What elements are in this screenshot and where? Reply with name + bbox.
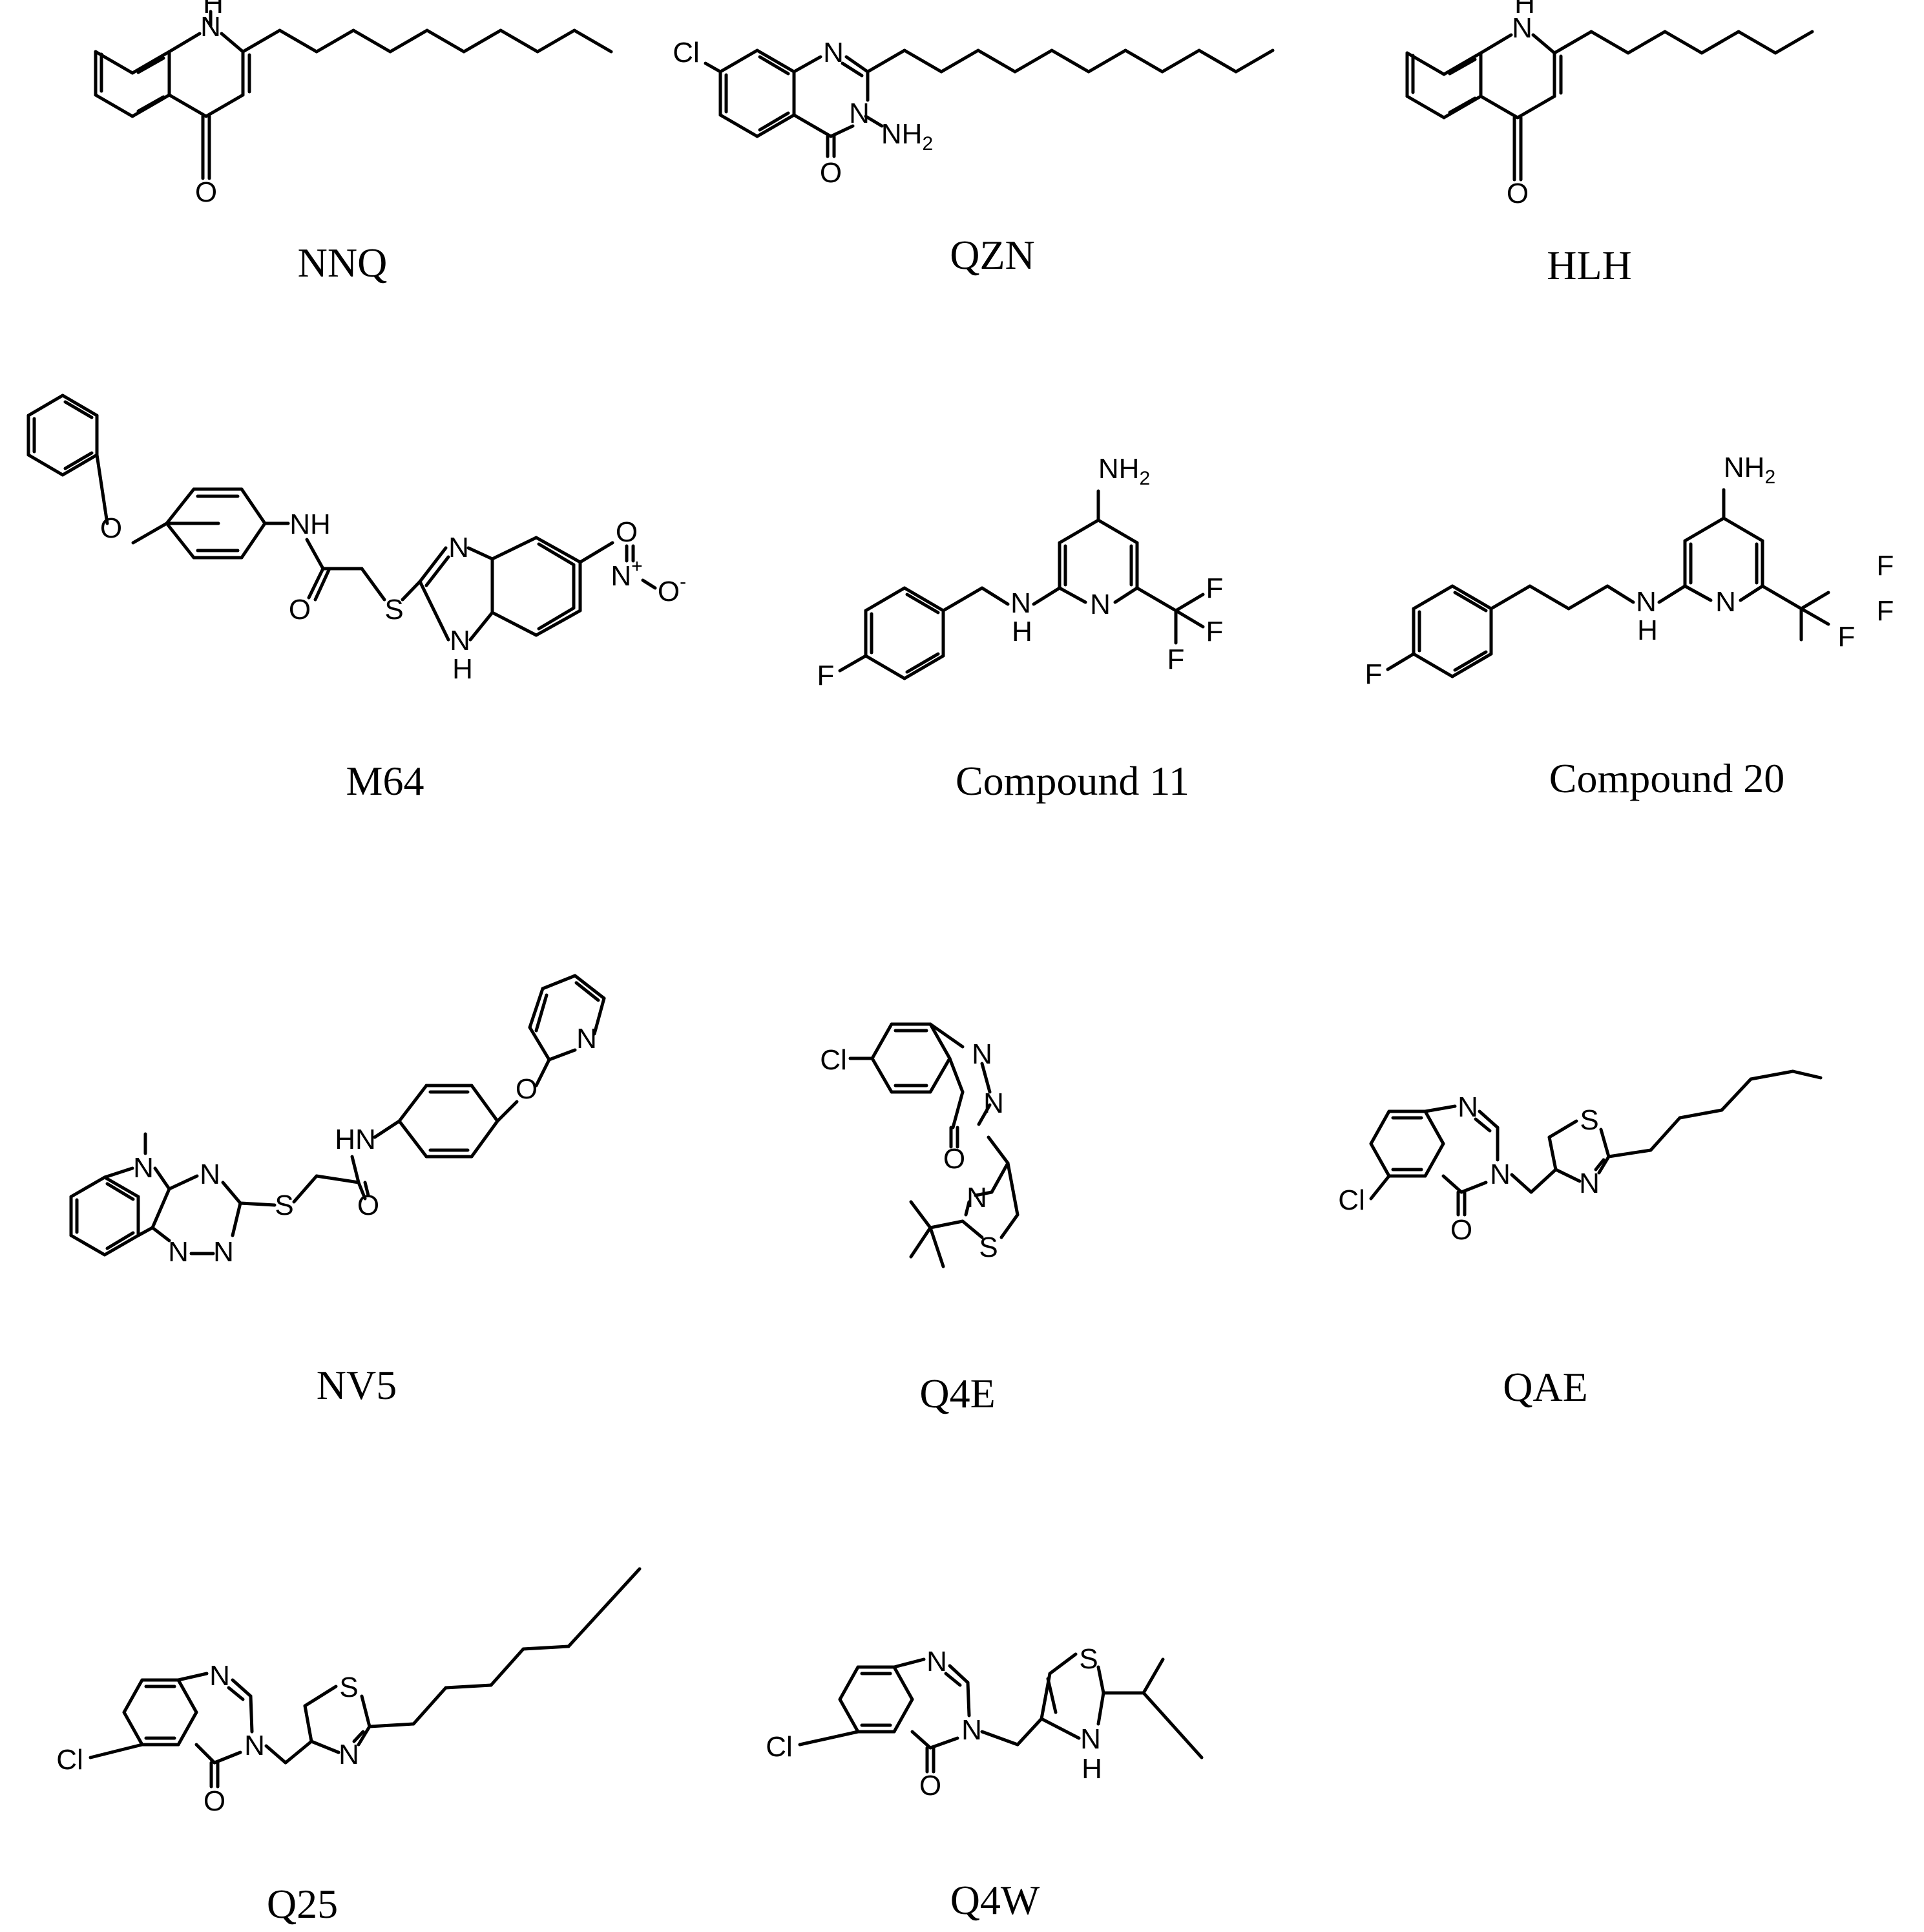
compound-label-m64: M64: [346, 758, 424, 804]
atom-n: N: [339, 1739, 359, 1770]
atom-o: O: [100, 512, 122, 544]
atom-n: N: [1458, 1091, 1478, 1123]
atom-o: O: [357, 1190, 379, 1221]
atom-nh2: NH2: [1724, 452, 1775, 488]
atom-cl: Cl: [766, 1731, 793, 1763]
atom-cl: Cl: [673, 37, 700, 68]
atom-h: H: [1514, 0, 1535, 19]
structure-nnq: N H O: [94, 0, 613, 208]
atom-n: N: [823, 37, 844, 68]
structure-hlh: N H O: [1405, 0, 1814, 209]
compound-label-nv5: NV5: [317, 1362, 397, 1408]
atom-n: N: [926, 1646, 947, 1677]
atom-n: N: [244, 1730, 265, 1761]
atom-n: N: [972, 1038, 992, 1070]
atom-o: O: [616, 516, 638, 548]
atom-o: O: [1507, 178, 1529, 209]
atom-n: N: [448, 532, 469, 563]
compound-label-qzn: QZN: [950, 232, 1035, 278]
compound-label-hlh: HLH: [1547, 242, 1632, 288]
atom-f: F: [1838, 621, 1856, 653]
atom-n: N: [209, 1660, 230, 1692]
atom-o: O: [289, 594, 311, 625]
atom-n: N: [849, 98, 870, 129]
atom-o: O: [943, 1143, 965, 1175]
atom-n: N: [1579, 1168, 1600, 1199]
atom-n-nitro: N+: [611, 556, 642, 592]
atom-s: S: [979, 1232, 998, 1263]
atom-n: N: [1636, 586, 1657, 618]
structure-compound-20: F N H N NH2 F F F: [1365, 452, 1894, 690]
atom-n: N: [200, 1159, 220, 1190]
compound-label-q25: Q25: [267, 1881, 338, 1927]
atom-n: N: [213, 1236, 234, 1268]
atom-h: H: [1082, 1753, 1102, 1785]
atom-cl: Cl: [56, 1744, 83, 1776]
atom-h: H: [203, 0, 224, 19]
compound-label-q4w: Q4W: [950, 1877, 1040, 1923]
atom-n: N: [1080, 1723, 1101, 1755]
atom-o: O: [195, 176, 217, 208]
atom-f: F: [1206, 572, 1224, 604]
atom-cl: Cl: [1338, 1184, 1365, 1216]
structure-q4e: Cl N N O N S: [820, 1022, 1020, 1268]
structure-compound-11: F N H N NH2 F F F: [817, 453, 1224, 691]
atom-h: H: [452, 653, 473, 685]
structure-q4w: Cl N N O S N H: [766, 1643, 1204, 1801]
atom-o: O: [1450, 1214, 1472, 1246]
atom-n: N: [168, 1236, 189, 1268]
atom-o-minus: O-: [658, 571, 686, 607]
atom-n: N: [967, 1182, 987, 1213]
atom-o: O: [204, 1785, 225, 1817]
atom-s: S: [275, 1190, 293, 1221]
atom-nh: NH: [289, 509, 331, 540]
atom-n: N: [961, 1714, 982, 1746]
atom-h: H: [1012, 616, 1032, 647]
atom-n: N: [1490, 1159, 1511, 1190]
atom-nh2: NH2: [1098, 453, 1150, 489]
atom-n: N: [200, 11, 221, 43]
compound-label-q4e: Q4E: [919, 1370, 995, 1416]
atom-f: F: [1877, 550, 1894, 582]
atom-n: N: [133, 1152, 154, 1184]
compound-label-qae: QAE: [1503, 1364, 1588, 1410]
atom-s: S: [1079, 1643, 1098, 1675]
atom-o: O: [820, 157, 842, 189]
atom-f: F: [1365, 658, 1383, 690]
compound-label-compound-11: Compound 11: [956, 758, 1189, 804]
structure-qae: Cl N N O S N: [1338, 1069, 1823, 1246]
atom-o: O: [919, 1770, 941, 1801]
atom-f: F: [1167, 644, 1185, 675]
atom-n: N: [983, 1087, 1004, 1119]
atom-s: S: [384, 594, 403, 625]
atom-n: N: [450, 625, 470, 656]
structure-q25: Cl N N O S N: [56, 1567, 642, 1817]
atom-n: N: [576, 1023, 597, 1055]
atom-h: H: [1637, 614, 1658, 646]
atom-f: F: [1206, 616, 1224, 647]
atom-s: S: [339, 1672, 358, 1703]
atom-n: N: [1090, 589, 1111, 620]
atom-cl: Cl: [820, 1044, 847, 1076]
atom-f: F: [1877, 595, 1894, 627]
atom-f: F: [817, 660, 835, 691]
structure-nv5: N N N N S O HN O N: [69, 974, 606, 1268]
compound-label-compound-20: Compound 20: [1549, 755, 1784, 801]
atom-n: N: [1715, 586, 1736, 618]
atom-hn: HN: [335, 1124, 376, 1155]
atom-n: N: [1512, 12, 1532, 44]
atom-n: N: [1010, 587, 1031, 619]
atom-s: S: [1580, 1104, 1598, 1136]
compound-label-nnq: NNQ: [298, 240, 388, 286]
atom-nh2: NH2: [881, 118, 933, 154]
atom-o: O: [516, 1073, 538, 1105]
structure-qzn: Cl N N NH2 O: [673, 37, 1275, 189]
structure-m64: O NH O S N N H N+ O O-: [26, 394, 686, 685]
